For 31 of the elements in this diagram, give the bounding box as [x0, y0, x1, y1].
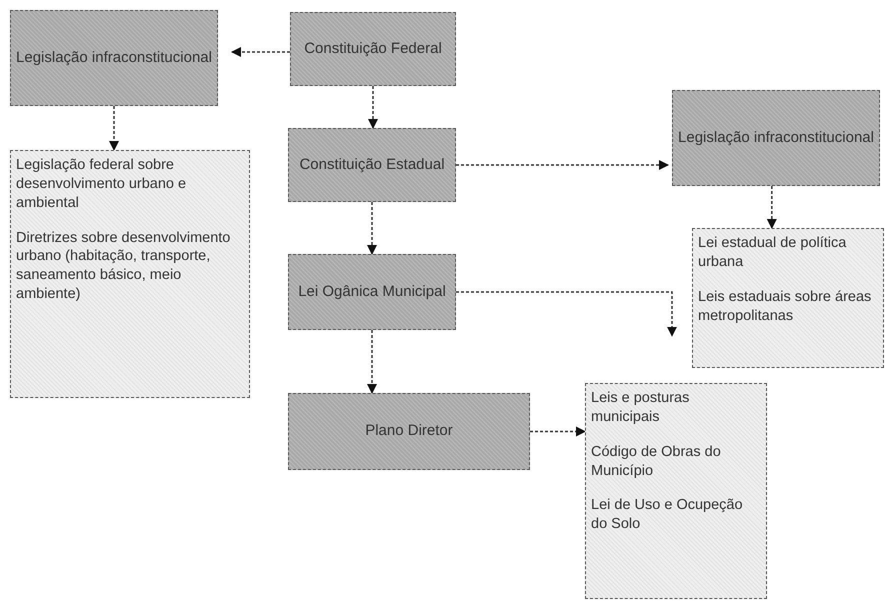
box-label: Plano Diretor [365, 422, 453, 441]
note-text: Leis e posturas municipais [591, 389, 690, 427]
process-box [288, 254, 456, 330]
box-label: Lei Ogânica Municipal [298, 282, 446, 302]
box-label: Legislação infraconstitucional [678, 128, 874, 148]
note-text: Diretrizes sobre desenvolvimento urbano (habitação, transporte, saneamento básico, meio ambiente) [16, 228, 232, 304]
process-box [10, 10, 218, 106]
note-box [692, 228, 884, 368]
box-label: Constituição Federal [304, 40, 442, 58]
process-box [288, 393, 530, 470]
process-box [288, 128, 456, 202]
arrow [456, 291, 677, 337]
arrow [109, 106, 119, 151]
arrow [367, 202, 377, 255]
box-label: Legislação infraconstitucional [16, 48, 212, 68]
arrow [766, 186, 777, 229]
note-text: Legislação federal sobre desenvolvimento urbano e ambiental [16, 156, 188, 213]
arrow [367, 330, 377, 394]
note-text: Lei de Uso e Ocupeção do Solo [591, 496, 744, 534]
arrow [456, 160, 669, 170]
arrow [368, 86, 378, 129]
note-text: Código de Obras do Município [591, 442, 722, 480]
note-text: Leis estaduais sobre áreas metropolitanas [698, 288, 872, 326]
note-box [585, 383, 767, 599]
arrow [231, 46, 290, 57]
arrow [530, 426, 586, 436]
process-box [290, 12, 456, 86]
box-label: Constituição Estadual [299, 156, 445, 174]
process-box [672, 90, 880, 186]
note-text: Lei estadual de política urbana [698, 234, 848, 272]
note-box [10, 150, 250, 398]
